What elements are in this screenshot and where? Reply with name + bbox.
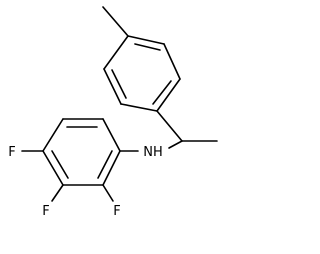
bond-aryl-4 (42, 150, 64, 186)
bond-tolyl-3 (156, 78, 181, 112)
bond-tolyl-4 (120, 103, 158, 112)
bond-ch-nh (168, 140, 183, 149)
bond-tolyl-1 (127, 35, 165, 45)
bond-methyl (102, 6, 129, 37)
bond-aryl-double-3 (97, 150, 113, 179)
bond-ch-ring (156, 110, 183, 142)
bond-tolyl-double-2 (152, 80, 172, 105)
bond-tolyl-double-3 (111, 69, 127, 99)
bond-c-f3 (102, 184, 114, 202)
bonds (21, 6, 218, 202)
bond-tolyl-5 (103, 68, 122, 105)
bond-tolyl-6 (103, 35, 129, 70)
bond-aryl-6 (102, 150, 121, 186)
atom-label-f-para: F (8, 145, 15, 160)
bond-tolyl-double-1 (134, 43, 161, 51)
bond-aryl-1 (102, 118, 121, 152)
molecule-structure: NH F F F (8, 6, 218, 219)
atom-label-nh: NH (143, 145, 163, 160)
bond-aryl-3 (42, 118, 64, 152)
bond-c-f2 (51, 184, 64, 202)
atom-labels: NH F F F (8, 145, 162, 219)
bond-aryl-double-2 (51, 150, 69, 179)
atom-label-f-ortho: F (113, 204, 120, 219)
atom-label-f-meta: F (42, 204, 49, 219)
bond-tolyl-2 (163, 43, 181, 80)
